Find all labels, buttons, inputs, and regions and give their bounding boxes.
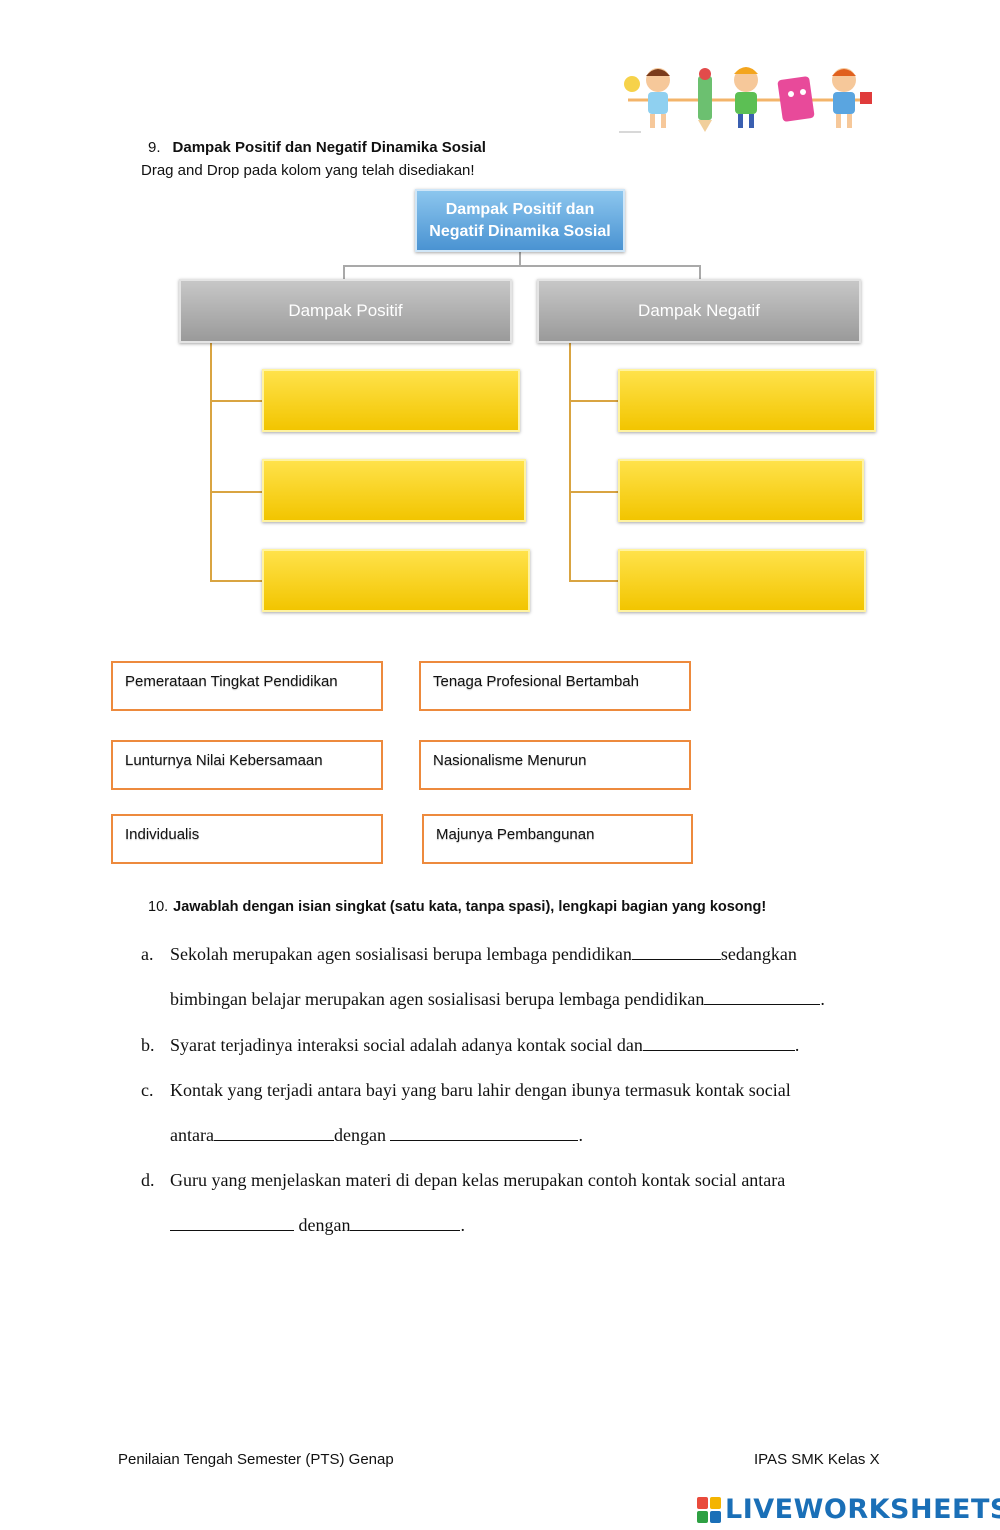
drag-option-2[interactable]: Tenaga Profesional Bertambah	[419, 661, 691, 711]
question-10-number: 10.	[148, 899, 169, 915]
negative-drop-slot-3[interactable]	[618, 549, 866, 612]
answer-d-2-input[interactable]	[350, 1215, 461, 1231]
drag-option-1[interactable]: Pemerataan Tingkat Pendidikan	[111, 661, 383, 711]
answer-b-input[interactable]	[642, 1035, 795, 1051]
negative-drop-slot-2[interactable]	[618, 459, 864, 522]
positive-branch-label: Dampak Positif	[288, 301, 403, 320]
question-10-title: 10.Jawablah dengan isian singkat (satu k…	[148, 899, 766, 915]
root-line-1: Dampak Positif dan	[445, 200, 595, 218]
positive-drop-slot-1[interactable]	[262, 369, 520, 432]
drag-option-4[interactable]: Nasionalisme Menurun	[419, 740, 691, 790]
footer-right: IPAS SMK Kelas X	[754, 1451, 880, 1468]
positive-branch-box: Dampak Positif	[179, 279, 512, 343]
connector-negative-1	[569, 400, 620, 402]
item-b-text-1: Syarat terjadinya interaksi social adala…	[170, 1035, 643, 1055]
drag-option-6[interactable]: Majunya Pembangunan	[422, 814, 693, 864]
item-b-after-1: .	[794, 1035, 800, 1055]
connector-positive-1	[210, 400, 264, 402]
item-b-label: b.	[141, 1035, 155, 1055]
negative-branch-box: Dampak Negatif	[537, 279, 861, 343]
kids-illustration	[624, 67, 872, 132]
item-d-text-1: Guru yang menjelaskan materi di depan ke…	[170, 1170, 786, 1190]
item-a-label: a.	[141, 944, 154, 964]
connector-positive-3	[210, 580, 264, 582]
question-9-title: 9. Dampak Positif dan Negatif Dinamika So…	[148, 139, 486, 156]
item-d-after-2: .	[460, 1215, 465, 1235]
connector-negative-3	[569, 580, 620, 582]
item-d-label: d.	[141, 1170, 155, 1190]
question-9-number: 9.	[148, 139, 161, 156]
question-9-text: Dampak Positif dan Negatif Dinamika Sosi…	[172, 139, 486, 156]
item-c-mid-2: dengan	[333, 1125, 391, 1145]
connector-positive-trunk	[210, 343, 212, 582]
item-c-text-2: antara	[170, 1125, 214, 1145]
header-rule	[619, 131, 641, 133]
item-a-text-1: Sekolah merupakan agen sosialisasi berup…	[170, 944, 632, 964]
answer-a-1-input[interactable]	[631, 944, 721, 960]
item-d-mid-2: dengan	[294, 1215, 351, 1235]
answer-a-2-input[interactable]	[704, 989, 821, 1005]
diagram-root-box: Dampak Positif dan Negatif Dinamika Sosi…	[415, 189, 625, 252]
question-10-text: Jawablah dengan isian singkat (satu kata…	[173, 899, 767, 915]
item-a-text-2: bimbingan belajar merupakan agen sosiali…	[170, 989, 705, 1009]
drag-option-3[interactable]: Lunturnya Nilai Kebersamaan	[111, 740, 383, 790]
answer-d-1-input[interactable]	[170, 1215, 294, 1231]
connector-negative-2	[569, 491, 620, 493]
liveworksheets-logo: LIVEWORKSHEETS	[697, 1494, 1000, 1525]
item-c-text-1: Kontak yang terjadi antara bayi yang bar…	[170, 1080, 791, 1100]
item-c-after-2: .	[578, 1125, 583, 1145]
root-line-2: Negatif Dinamika Sosial	[429, 222, 611, 240]
liveworksheets-logo-text: LIVEWORKSHEETS	[725, 1494, 1000, 1525]
connector-horizontal	[343, 265, 701, 267]
liveworksheets-mark-icon	[697, 1496, 721, 1523]
positive-drop-slot-3[interactable]	[262, 549, 530, 612]
item-c-label: c.	[141, 1080, 154, 1100]
item-a-after-2: .	[820, 989, 825, 1009]
question-9-instruction: Drag and Drop pada kolom yang telah dise…	[141, 162, 475, 179]
connector-root-down	[519, 251, 521, 266]
connector-negative-trunk	[569, 343, 571, 582]
negative-branch-label: Dampak Negatif	[638, 301, 760, 320]
footer-left: Penilaian Tengah Semester (PTS) Genap	[118, 1451, 394, 1468]
answer-c-1-input[interactable]	[213, 1125, 334, 1141]
connector-right-down	[699, 265, 701, 280]
item-a-after-1: sedangkan	[720, 944, 797, 964]
connector-positive-2	[210, 491, 264, 493]
negative-drop-slot-1[interactable]	[618, 369, 876, 432]
connector-left-down	[343, 265, 345, 280]
answer-c-2-input[interactable]	[390, 1125, 579, 1141]
drag-option-5[interactable]: Individualis	[111, 814, 383, 864]
positive-drop-slot-2[interactable]	[262, 459, 526, 522]
